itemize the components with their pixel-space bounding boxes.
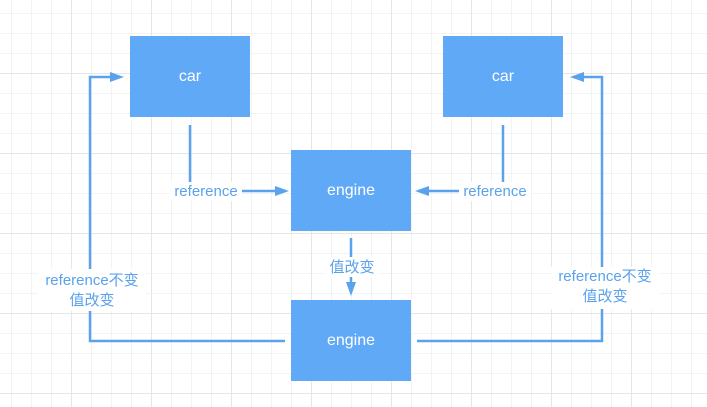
edge-label-reference-left-text: reference: [174, 183, 237, 200]
node-car-right-label: car: [492, 68, 515, 85]
arrowhead-icon: [570, 72, 584, 82]
edge-engine-bottom-to-car-left[interactable]: [88, 72, 285, 343]
edge-label-right-loop-line2: 值改变: [582, 288, 627, 305]
edge-label-reference-right-text: reference: [463, 183, 526, 200]
edge-engine-bottom-to-car-right[interactable]: [417, 72, 604, 343]
edge-label-left-loop-line1: reference不变: [45, 272, 138, 289]
edge-label-value-change-middle-text: 值改变: [329, 259, 374, 276]
edge-label-value-change-middle: 值改变: [325, 257, 379, 277]
arrowhead-icon: [346, 282, 356, 296]
node-engine-bottom[interactable]: engine: [291, 300, 411, 381]
node-engine-top[interactable]: engine: [291, 150, 411, 231]
arrowhead-icon: [110, 72, 124, 82]
edge-label-reference-right: reference: [459, 182, 531, 201]
node-car-right[interactable]: car: [443, 36, 563, 117]
edge-label-right-loop-line1: reference不变: [558, 268, 651, 285]
arrowhead-icon: [275, 186, 289, 196]
edge-label-reference-left: reference: [170, 182, 242, 201]
node-engine-top-label: engine: [327, 182, 375, 199]
node-car-left-label: car: [179, 68, 202, 85]
node-engine-bottom-label: engine: [327, 332, 375, 349]
arrowhead-icon: [415, 186, 429, 196]
edge-label-left-loop: reference不变 值改变: [38, 269, 146, 311]
edge-label-right-loop: reference不变 值改变: [551, 267, 659, 309]
edge-label-left-loop-line2: 值改变: [69, 292, 114, 309]
node-car-left[interactable]: car: [130, 36, 250, 117]
